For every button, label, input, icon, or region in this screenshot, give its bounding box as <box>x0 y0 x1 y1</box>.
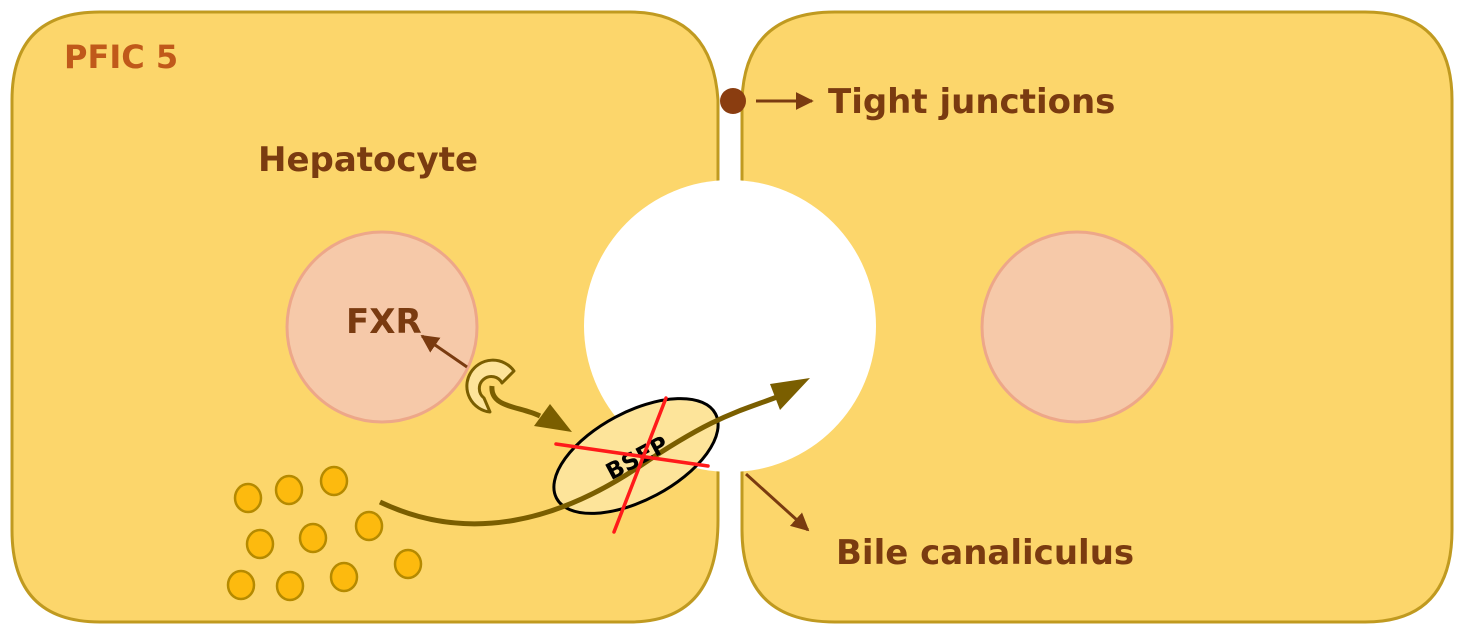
right-nucleus <box>980 230 1174 424</box>
left-nucleus <box>285 230 479 424</box>
bile-acid <box>275 570 305 602</box>
fxr-to-bsep-curve <box>489 385 542 419</box>
bile-acid <box>245 528 275 560</box>
bile-acid-transport-curve <box>378 389 791 527</box>
bile-acid <box>298 522 328 554</box>
bile-acid-transport-arrowhead <box>770 378 810 410</box>
page-title: PFIC 5 <box>64 38 178 76</box>
fxr-ligand-receptor-icon <box>465 358 516 414</box>
bile-acid <box>319 465 349 497</box>
bile-acid <box>233 482 263 514</box>
bile-canaliculus-lumen <box>584 180 876 472</box>
bile-acids <box>226 465 423 602</box>
bile-acid <box>274 474 304 506</box>
fxr-label: FXR <box>346 302 422 342</box>
bile-acid <box>393 548 423 580</box>
bile-acid <box>226 569 256 601</box>
fxr-activation-arrow <box>420 334 468 369</box>
hepatocyte-label: Hepatocyte <box>258 140 478 180</box>
tight-junctions-label: Tight junctions <box>828 82 1115 122</box>
fxr-to-bsep-arrowhead <box>534 404 572 432</box>
bile-acid <box>329 561 359 593</box>
bile-canaliculus-arrow <box>744 472 810 532</box>
tight-junction-dot <box>720 88 746 114</box>
bile-acid <box>354 510 384 542</box>
bile-canaliculus-label: Bile canaliculus <box>836 533 1134 573</box>
bsep-defect-cross <box>554 396 710 534</box>
